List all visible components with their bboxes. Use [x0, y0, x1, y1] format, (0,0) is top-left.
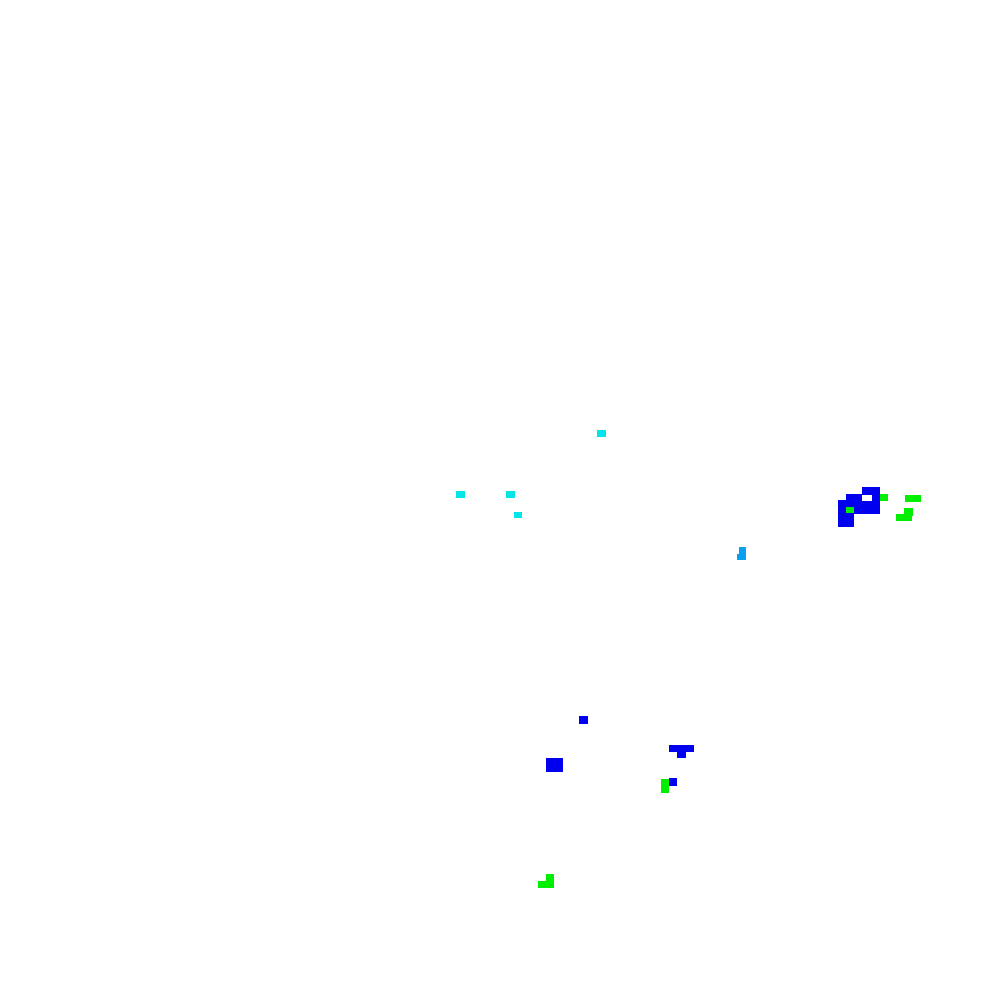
cyan-pixel: [597, 430, 606, 437]
sky-pixel: [739, 547, 746, 555]
blue-pixel: [838, 500, 854, 527]
green-pixel: [538, 881, 554, 888]
blue-pixel: [669, 745, 694, 752]
green-pixel: [896, 514, 912, 521]
sky-pixel: [737, 554, 746, 560]
green-pixel: [905, 495, 921, 502]
cyan-pixel: [456, 491, 465, 498]
blue-pixel: [546, 758, 563, 772]
green-pixel: [846, 507, 854, 513]
cyan-pixel: [514, 512, 522, 518]
green-pixel: [880, 494, 888, 501]
blue-pixel: [872, 494, 880, 502]
cyan-pixel: [506, 491, 515, 498]
green-pixel: [546, 874, 554, 882]
blue-pixel: [677, 751, 686, 758]
blue-pixel: [860, 501, 880, 514]
blue-pixel: [862, 487, 880, 495]
blue-pixel: [669, 778, 677, 786]
blue-pixel: [579, 716, 588, 724]
green-pixel: [904, 508, 913, 516]
green-pixel: [661, 779, 669, 793]
